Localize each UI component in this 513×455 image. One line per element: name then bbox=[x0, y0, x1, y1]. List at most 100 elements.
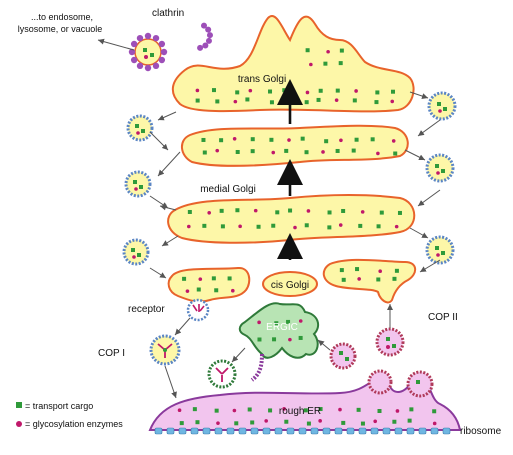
clathrin-unit bbox=[197, 44, 204, 51]
cargo-dot bbox=[338, 61, 343, 66]
enzyme-dot bbox=[177, 408, 182, 413]
trans-golgi-contents bbox=[195, 48, 396, 105]
cop1-label: COP I bbox=[98, 348, 125, 359]
cargo-dot bbox=[187, 209, 192, 214]
cargo-dot bbox=[275, 210, 280, 215]
enzyme-dot bbox=[318, 419, 322, 423]
ribosome bbox=[382, 427, 391, 435]
cargo-dot bbox=[392, 419, 397, 424]
clathrin-unit bbox=[130, 40, 138, 48]
cargo-dot bbox=[214, 408, 219, 413]
ribosome bbox=[226, 427, 235, 435]
cargo-dot bbox=[318, 88, 323, 93]
cis-golgi-right-contents bbox=[339, 267, 399, 282]
cargo-dot bbox=[327, 210, 332, 215]
cargo-dot bbox=[318, 407, 323, 412]
clathrin-unit bbox=[201, 22, 207, 29]
clathrin-unit bbox=[136, 62, 144, 70]
cargo-dot bbox=[300, 136, 305, 141]
clathrin-unit bbox=[202, 42, 209, 49]
enzyme-dot bbox=[432, 421, 437, 426]
medial-golgi-cisterna-upper bbox=[181, 124, 409, 167]
cis-golgi-left-cisterna bbox=[167, 267, 251, 303]
clathrin-unit bbox=[136, 34, 144, 42]
enzyme-dot bbox=[198, 277, 203, 281]
enzyme-dot bbox=[360, 210, 365, 214]
cargo-dot bbox=[392, 276, 397, 281]
cargo-dot bbox=[250, 420, 255, 425]
clathrin-unit bbox=[206, 32, 213, 39]
cargo-dot bbox=[269, 100, 274, 105]
cop1-vesicle bbox=[149, 334, 181, 366]
ribosome bbox=[322, 427, 331, 435]
cis-golgi-label: cis Golgi bbox=[271, 280, 309, 291]
cargo-dot bbox=[235, 90, 240, 95]
cargo-dot bbox=[379, 210, 384, 215]
ribosome bbox=[274, 427, 283, 435]
trans-golgi-label: trans Golgi bbox=[238, 74, 286, 85]
cargo-dot bbox=[234, 421, 239, 426]
clathrin-vesicle bbox=[128, 32, 168, 72]
ribosome bbox=[238, 427, 247, 435]
receptor-budding-vesicle bbox=[186, 298, 210, 322]
enzyme-dot bbox=[185, 289, 190, 293]
cargo-dot bbox=[341, 277, 346, 282]
cargo-dot bbox=[432, 409, 437, 414]
cargo-dot bbox=[201, 137, 206, 142]
enzyme-dot bbox=[391, 139, 396, 143]
cis-golgi-right-cisterna bbox=[322, 258, 417, 304]
clathrin-unit bbox=[144, 64, 152, 72]
enzyme-dot bbox=[216, 421, 220, 425]
enzyme-dot bbox=[378, 269, 383, 274]
enzyme-dot bbox=[395, 409, 400, 413]
cargo-dot bbox=[196, 287, 201, 292]
cargo-dot bbox=[274, 321, 279, 326]
clathrin-bud bbox=[197, 22, 213, 51]
cargo-dot bbox=[227, 276, 232, 281]
cis-golgi-center-cisterna bbox=[262, 271, 318, 297]
enzyme-dot bbox=[282, 407, 286, 411]
cargo-dot bbox=[377, 408, 382, 413]
ribosome bbox=[262, 427, 271, 435]
cop2-label: COP II bbox=[428, 312, 458, 323]
legend-cargo-label: = transport cargo bbox=[25, 401, 93, 411]
enzyme-dot bbox=[233, 99, 238, 104]
enzyme-dot bbox=[390, 99, 395, 104]
cargo-dot bbox=[202, 150, 207, 155]
enzyme-dot bbox=[338, 407, 342, 412]
legend: = transport cargo = glycosylation enzyme… bbox=[16, 401, 123, 429]
enzyme-dot bbox=[264, 419, 268, 423]
cargo-dot bbox=[358, 223, 363, 228]
legend-enzyme-swatch bbox=[16, 421, 22, 427]
ribosome bbox=[334, 427, 343, 435]
cargo-dot bbox=[271, 223, 276, 228]
cargo-dot bbox=[355, 267, 360, 272]
enzyme-dot bbox=[354, 89, 358, 93]
cargo-dot bbox=[304, 100, 309, 105]
ergic-label: ERGIC bbox=[266, 322, 298, 333]
cargo-dot bbox=[304, 223, 309, 228]
transport-vesicle bbox=[124, 170, 152, 198]
cargo-dot bbox=[335, 148, 340, 153]
receptor-label: receptor bbox=[128, 304, 165, 315]
ribosome bbox=[298, 427, 307, 435]
enzyme-dot bbox=[232, 408, 237, 413]
cargo-dot bbox=[235, 149, 240, 154]
cargo-dot bbox=[268, 408, 273, 413]
enzyme-dot bbox=[373, 419, 378, 424]
enzyme-dot bbox=[230, 288, 235, 293]
medial-golgi-lower-contents bbox=[187, 208, 402, 230]
clathrin-label: clathrin bbox=[152, 8, 184, 19]
transport-vesicle bbox=[425, 153, 455, 183]
ribosome bbox=[178, 427, 187, 435]
clathrin-unit bbox=[158, 56, 166, 64]
er-contents bbox=[177, 407, 437, 426]
transport-vesicle bbox=[427, 91, 457, 121]
cargo-dot bbox=[306, 421, 311, 426]
cargo-dot bbox=[407, 418, 412, 423]
cargo-dot bbox=[304, 150, 309, 155]
enzyme-dot bbox=[253, 208, 258, 213]
enzyme-dot bbox=[338, 223, 343, 227]
cargo-dot bbox=[316, 97, 321, 102]
